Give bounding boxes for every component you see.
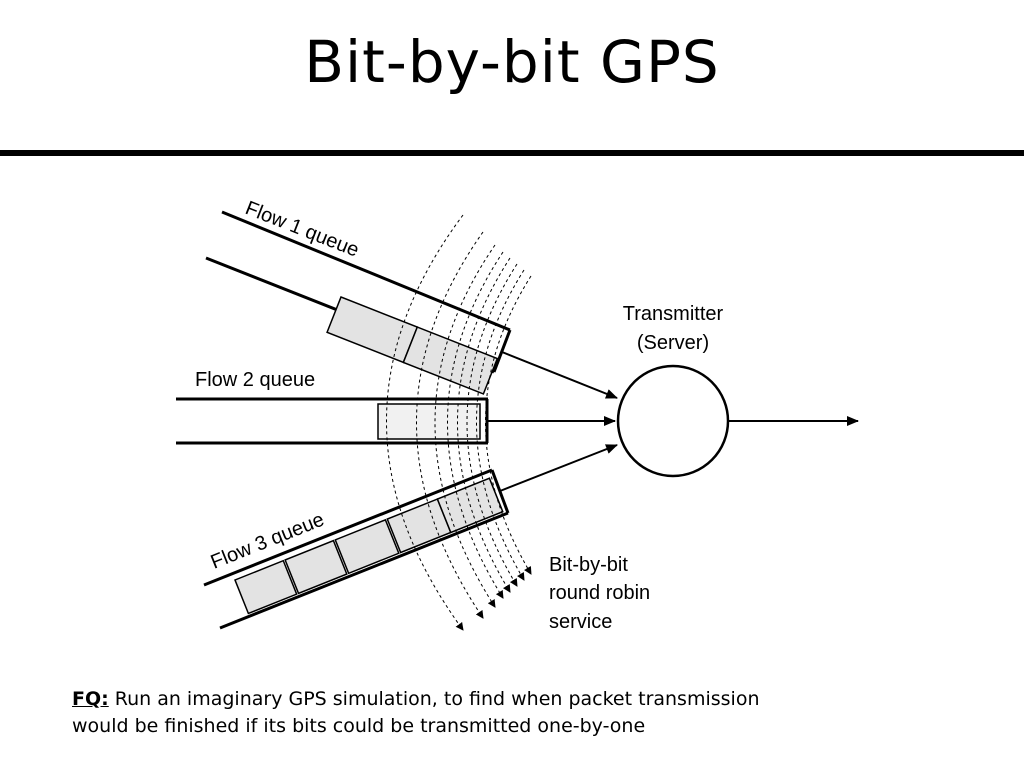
round-robin-arcs bbox=[386, 214, 532, 631]
flow3-lower-wall bbox=[219, 511, 509, 630]
flow2-label: Flow 2 queue bbox=[195, 369, 315, 391]
flow1-upper-wall bbox=[221, 210, 511, 332]
service-arc bbox=[457, 257, 511, 593]
flow1-end-wall bbox=[492, 329, 512, 373]
service-arc bbox=[466, 263, 518, 587]
service-arc bbox=[447, 251, 504, 599]
flow3-arrow bbox=[499, 444, 618, 492]
flow1-label: Flow 1 queue bbox=[242, 197, 362, 261]
service-arc bbox=[485, 275, 532, 575]
flow1-packet bbox=[326, 296, 419, 364]
fq-note-line2: would be finished if its bits could be t… bbox=[72, 715, 646, 737]
service-label-line1: Bit-by-bit bbox=[549, 554, 628, 576]
server-label-line2: (Server) bbox=[637, 332, 709, 354]
fq-note-text1: Run an imaginary GPS simulation, to find… bbox=[114, 688, 760, 710]
flow2-queue bbox=[176, 397, 489, 445]
service-arc bbox=[416, 231, 484, 619]
flow3-packet bbox=[334, 518, 400, 575]
flow3-upper-wall bbox=[203, 468, 493, 587]
fq-prefix: FQ: bbox=[72, 688, 109, 710]
service-arc bbox=[386, 214, 464, 631]
service-arc bbox=[434, 244, 496, 608]
flow3-end-wall bbox=[490, 469, 510, 514]
service-arc bbox=[476, 269, 525, 581]
flow1-packet bbox=[402, 326, 499, 395]
service-label-line2: round robin bbox=[549, 582, 650, 604]
fq-note: FQ:Run an imaginary GPS simulation, to f… bbox=[72, 686, 972, 740]
flow3-packet bbox=[234, 559, 298, 615]
slide-title: Bit-by-bit GPS bbox=[304, 28, 720, 96]
title-divider bbox=[0, 150, 1024, 156]
server-label-line1: Transmitter bbox=[623, 303, 724, 325]
flow1-arrow bbox=[501, 351, 618, 399]
fq-note-line1: FQ:Run an imaginary GPS simulation, to f… bbox=[72, 686, 972, 713]
flow3-queue bbox=[203, 468, 510, 630]
transmitter-node bbox=[616, 364, 730, 478]
flow3-packet bbox=[284, 539, 348, 595]
service-label-line3: service bbox=[549, 611, 612, 633]
flow2-packet bbox=[377, 403, 481, 440]
